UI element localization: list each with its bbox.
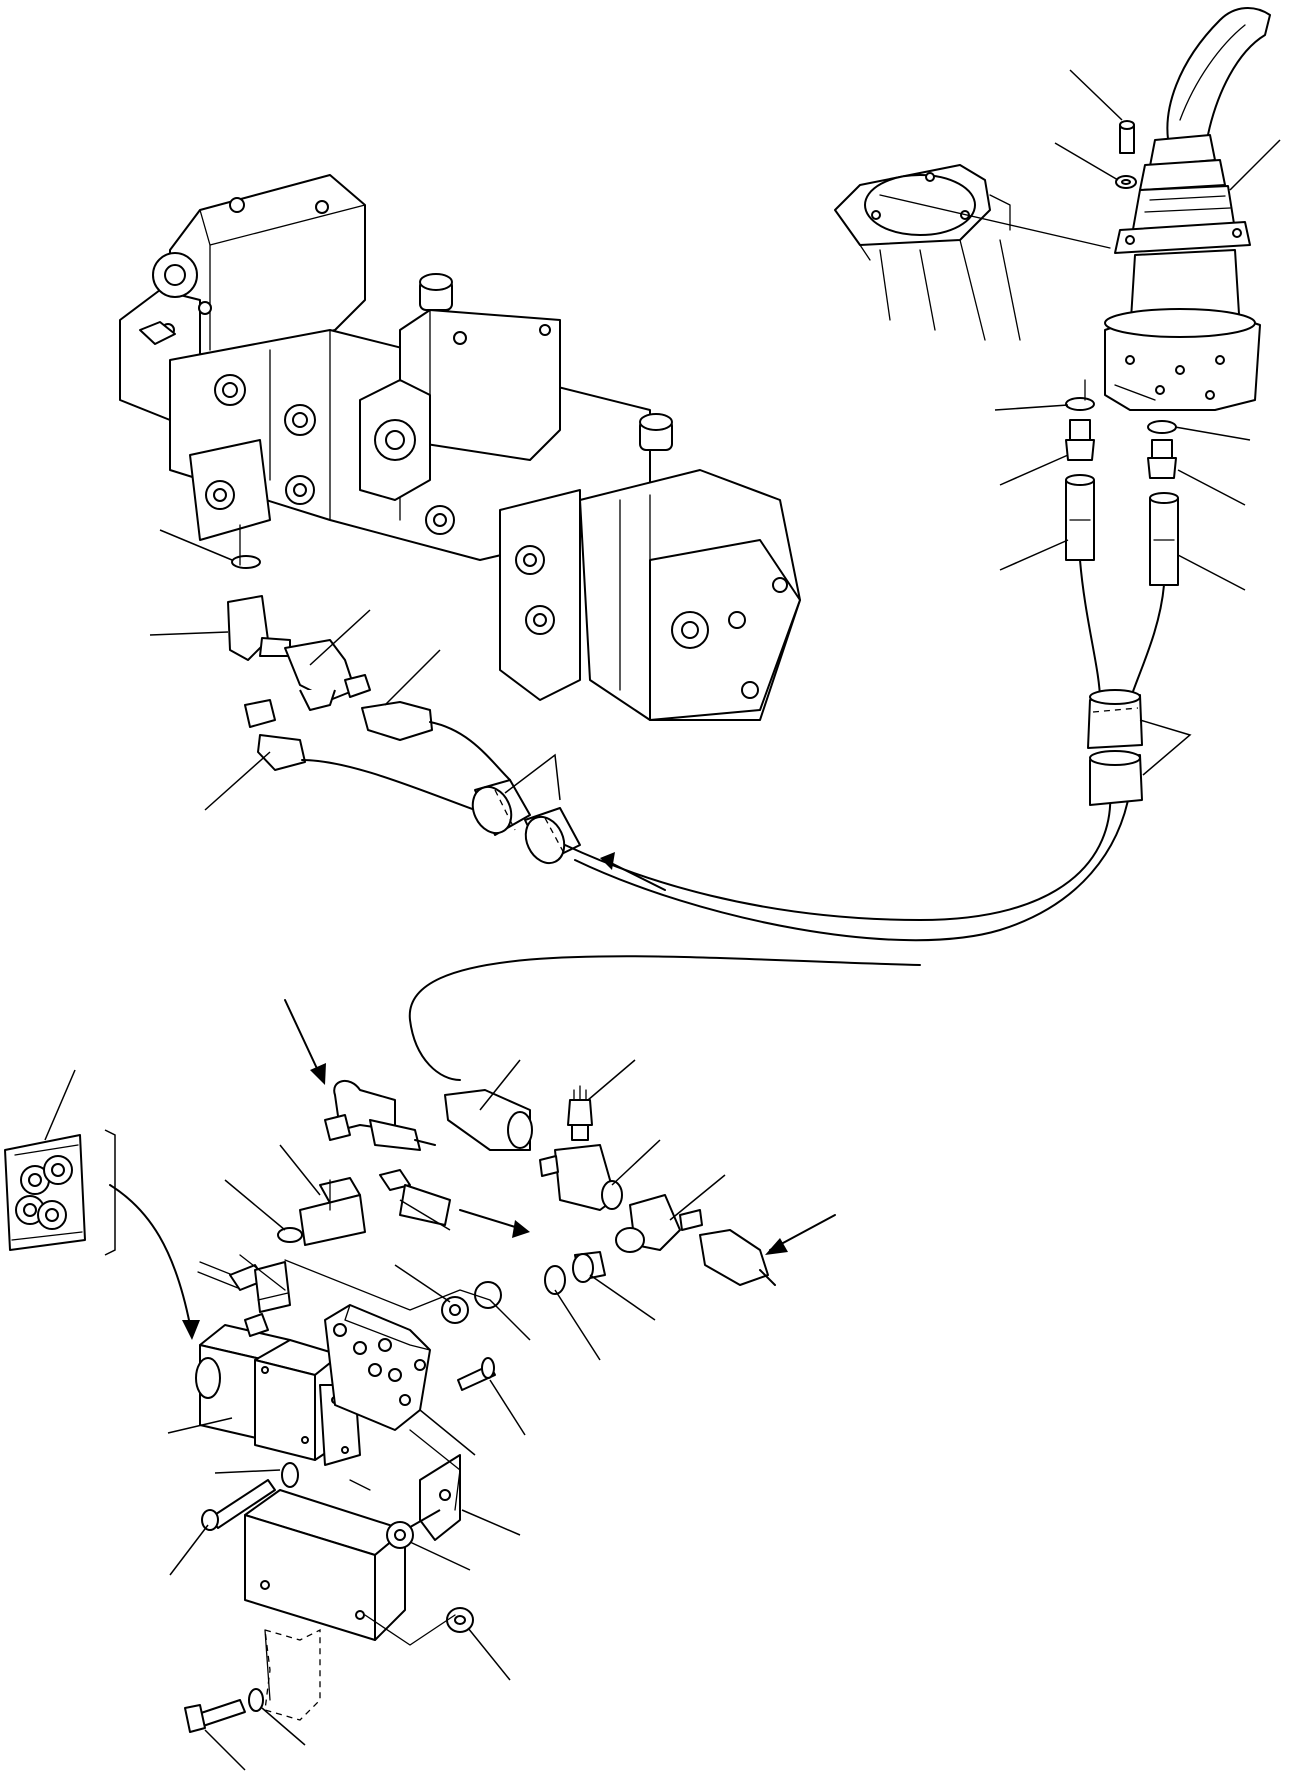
pressure-switch	[567, 1099, 593, 1126]
callout-leader	[149, 631, 229, 636]
arrow-inset-to-solenoid	[109, 1184, 191, 1326]
hose-protection-sleeves-right	[1087, 689, 1143, 806]
joystick-mounting-bolt	[1115, 120, 1137, 189]
callout-leader	[669, 1174, 726, 1221]
o-ring-right	[544, 1265, 566, 1295]
valve-mounting-bolts	[201, 1462, 299, 1531]
callout-leader	[419, 1409, 476, 1456]
joystick-control-lever	[1104, 7, 1271, 411]
valve-washer	[281, 1462, 299, 1488]
callout-leader	[587, 1059, 636, 1101]
callout-leaders	[44, 69, 1281, 1771]
hose-end-mid	[399, 1184, 451, 1226]
callout-leader	[399, 1199, 451, 1231]
solenoid-connector	[254, 1261, 291, 1313]
callout-leader	[214, 1469, 281, 1474]
hose-end-left	[257, 734, 306, 771]
pilot-hose-main-2	[564, 789, 1112, 921]
valve-bolt-head	[201, 1509, 219, 1531]
callout-leader	[1177, 554, 1246, 591]
callout-leader	[1229, 139, 1281, 191]
valve-manifold-plate	[324, 1304, 431, 1431]
arrow-left-sleeves	[604, 859, 666, 891]
cab-floor-bracket	[834, 164, 1111, 341]
pilot-hose-lower	[408, 955, 921, 1081]
flow-arrows	[109, 852, 836, 1340]
callout-leader	[504, 753, 561, 801]
plug	[474, 1281, 502, 1309]
bracket-fasteners	[184, 1607, 474, 1733]
callout-leader	[999, 539, 1069, 571]
connector-detail-inset	[4, 1129, 116, 1256]
pressure-switch-and-tee	[444, 1085, 776, 1286]
callout-leader	[279, 1144, 321, 1196]
callout-leader	[394, 1264, 451, 1303]
callout-leader	[589, 1274, 656, 1321]
callout-leader	[994, 404, 1069, 411]
mounting-bracket	[244, 1454, 461, 1641]
callout-leader	[1069, 69, 1123, 121]
pilot-hose-main-1	[574, 789, 1131, 942]
callout-leader	[309, 609, 371, 666]
hose-stub-1	[414, 1139, 436, 1146]
manifold-small-fittings	[441, 1251, 606, 1391]
cab-frame-edge	[264, 1629, 271, 1701]
callout-leader	[384, 649, 441, 706]
callout-leader	[159, 529, 233, 561]
o-ring-mid	[277, 1227, 303, 1243]
joystick-hose-fittings	[1065, 397, 1179, 586]
callout-leader	[224, 1179, 286, 1231]
hose-end-right-lower	[699, 1229, 769, 1286]
left-pilot-fittings	[227, 555, 433, 771]
callout-leader	[999, 454, 1069, 486]
bracket-washer	[248, 1688, 264, 1712]
callout-leader	[461, 1509, 521, 1536]
cab-frame-outline	[264, 1628, 321, 1721]
joystick-hose-a	[1079, 559, 1101, 701]
hose-end-right	[361, 701, 433, 741]
callout-leader	[1177, 469, 1246, 506]
solenoid-valve-assembly	[195, 1261, 361, 1466]
callout-leader	[204, 1729, 246, 1771]
hose-protection-sleeves-left	[471, 779, 581, 865]
assembly-guide-lines	[239, 379, 1156, 1646]
arrow-top-elbow	[284, 999, 321, 1076]
callout-leader	[611, 1139, 661, 1186]
elbow-fitting-left	[227, 595, 269, 661]
callout-leader	[169, 1524, 209, 1576]
o-ring-left-top	[231, 555, 261, 569]
callout-leader	[479, 1059, 521, 1111]
callout-leader	[409, 1541, 471, 1571]
callout-leader	[489, 1379, 526, 1436]
control-valve-block	[119, 174, 801, 721]
callout-leader	[554, 1289, 601, 1361]
callout-leader	[261, 1707, 306, 1746]
callout-leader	[204, 751, 271, 811]
callout-leader	[1174, 426, 1251, 441]
hose-segment-1	[429, 721, 511, 781]
hose-end-top	[369, 1119, 421, 1151]
callout-leader	[467, 1627, 511, 1681]
callout-leader	[44, 1069, 76, 1141]
callout-leader	[1054, 142, 1119, 181]
callout-leader	[489, 1299, 531, 1341]
joystick-hose-b	[1129, 584, 1165, 701]
callout-leader	[1139, 719, 1192, 776]
callout-leader	[167, 1417, 233, 1434]
lower-hose-fittings	[277, 1080, 451, 1246]
hose-segment-2	[301, 759, 476, 811]
